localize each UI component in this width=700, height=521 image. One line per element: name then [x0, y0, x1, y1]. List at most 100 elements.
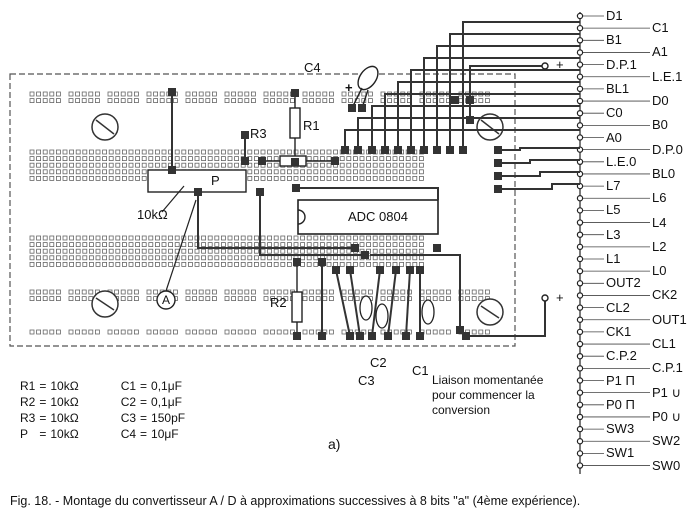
breadboard-hole — [328, 329, 334, 335]
connector-pin-label: B0 — [652, 117, 668, 133]
breadboard-hole — [392, 261, 398, 267]
connection-pad — [318, 332, 326, 340]
breadboard-hole — [286, 261, 292, 267]
breadboard-hole — [309, 98, 315, 103]
connection-pad — [168, 88, 176, 96]
breadboard-hole — [387, 296, 393, 302]
breadboard-hole — [326, 175, 332, 181]
breadboard-hole — [211, 296, 217, 302]
breadboard-hole — [102, 248, 107, 254]
breadboard-hole — [120, 329, 126, 335]
connector-pin-label: CK2 — [652, 287, 678, 303]
breadboard-hole — [95, 162, 101, 168]
breadboard-hole — [293, 149, 299, 155]
connection-pad — [293, 332, 301, 340]
breadboard-hole — [146, 329, 152, 335]
breadboard-hole — [108, 162, 114, 168]
breadboard-hole — [161, 261, 167, 267]
breadboard-hole — [352, 255, 358, 261]
breadboard-hole — [253, 255, 259, 261]
breadboard-hole — [81, 91, 87, 97]
breadboard-hole — [69, 248, 74, 254]
breadboard-hole — [194, 255, 200, 261]
breadboard-hole — [153, 329, 159, 335]
breadboard-hole — [326, 261, 332, 267]
breadboard-hole — [286, 149, 292, 155]
breadboard-hole — [201, 156, 207, 162]
breadboard-hole — [328, 296, 334, 302]
breadboard-hole — [372, 169, 378, 175]
breadboard-hole — [385, 235, 391, 241]
breadboard-hole — [75, 289, 80, 295]
breadboard-hole — [172, 329, 178, 335]
connector-pin-label: L4 — [652, 214, 667, 230]
breadboard-hole — [372, 248, 378, 254]
connector-pin — [576, 389, 584, 396]
breadboard-hole — [283, 289, 289, 295]
breadboard-hole — [253, 261, 259, 267]
breadboard-hole — [348, 91, 354, 97]
breadboard-hole — [309, 91, 315, 97]
breadboard-hole — [328, 91, 334, 97]
connector-pin-label: OUT1 — [652, 311, 687, 327]
breadboard-hole — [161, 248, 167, 254]
breadboard-hole — [426, 289, 432, 295]
breadboard-hole — [69, 235, 74, 241]
breadboard-hole — [385, 175, 391, 181]
breadboard-hole — [122, 175, 127, 181]
breadboard-hole — [385, 255, 391, 261]
breadboard-hole — [412, 235, 418, 241]
breadboard-hole — [56, 235, 61, 241]
breadboard-hole — [412, 175, 418, 181]
capacitor-c4 — [357, 65, 379, 91]
breadboard-hole — [102, 162, 107, 168]
breadboard-hole — [192, 296, 198, 302]
connector-pin — [576, 280, 584, 287]
breadboard-hole — [240, 261, 246, 267]
breadboard-hole — [141, 235, 147, 241]
breadboard-hole — [201, 235, 207, 241]
breadboard-hole — [306, 169, 312, 175]
breadboard-hole — [42, 329, 48, 335]
connection-pad — [462, 332, 470, 340]
breadboard-hole — [75, 255, 81, 261]
breadboard-hole — [220, 156, 226, 162]
connection-pad — [318, 258, 326, 266]
breadboard-hole — [154, 162, 160, 168]
breadboard-hole — [293, 242, 299, 248]
connector-pin-label: D1 — [606, 8, 623, 23]
breadboard-hole — [465, 289, 471, 295]
breadboard-hole — [326, 248, 332, 254]
connection-pad — [358, 104, 366, 112]
breadboard-hole — [115, 248, 121, 254]
breadboard-hole — [372, 175, 378, 181]
breadboard-hole — [62, 242, 68, 248]
breadboard-hole — [69, 162, 74, 168]
breadboard-hole — [253, 235, 259, 241]
breadboard-hole — [286, 235, 292, 241]
breadboard-hole — [267, 261, 273, 267]
breadboard-hole — [247, 149, 253, 155]
terminal-icon — [541, 294, 549, 302]
breadboard-hole — [250, 91, 256, 97]
breadboard-hole — [352, 175, 358, 181]
breadboard-hole — [439, 289, 445, 295]
breadboard-hole — [89, 149, 94, 155]
breadboard-hole — [29, 329, 35, 335]
breadboard-hole — [108, 261, 114, 267]
breadboard-hole — [95, 248, 101, 254]
breadboard-hole — [29, 289, 35, 295]
breadboard-hole — [201, 255, 207, 261]
breadboard-hole — [341, 289, 347, 295]
breadboard-hole — [82, 248, 88, 254]
connector-pin — [576, 85, 584, 93]
breadboard-hole — [128, 235, 134, 241]
breadboard-hole — [224, 98, 230, 103]
breadboard-hole — [56, 162, 61, 168]
legend-ceq: = — [140, 411, 148, 425]
breadboard-hole — [263, 289, 269, 295]
connector-pin — [576, 219, 584, 226]
breadboard-hole — [319, 162, 325, 168]
breadboard-hole — [36, 289, 41, 295]
connection-pad — [368, 332, 376, 340]
